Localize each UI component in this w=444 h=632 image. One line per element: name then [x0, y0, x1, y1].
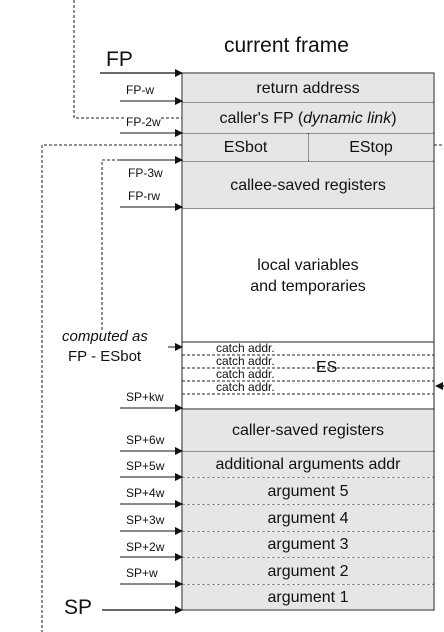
- offset-fp-w: FP-w: [126, 83, 154, 97]
- argument-2-cell: argument 2: [183, 558, 433, 584]
- locals-label-line2: and temporaries: [250, 277, 366, 295]
- callers-fp-label: caller's FP (dynamic link): [219, 109, 397, 127]
- esbot-link-line: [41, 144, 182, 632]
- return-address-cell: return address: [183, 74, 433, 102]
- esbot-cell: ESbot: [183, 134, 308, 161]
- locals-cell: local variables and temporaries: [183, 209, 433, 342]
- offset-sp-5w: SP+5w: [126, 459, 165, 473]
- offset-fp-3w: FP-3w: [128, 166, 163, 180]
- callers-fp-cell: caller's FP (dynamic link): [183, 103, 433, 133]
- fp-label: FP: [106, 48, 133, 71]
- argument-4-cell: argument 4: [183, 505, 433, 531]
- catch-addr-2: catch addr.: [216, 354, 275, 368]
- offset-fp-2w: FP-2w: [126, 115, 161, 129]
- argument-4-label: argument 4: [267, 509, 349, 527]
- callee-saved-cell: callee-saved registers: [183, 162, 433, 208]
- catch-addr-1: catch addr.: [216, 341, 275, 355]
- estop-cell: EStop: [309, 134, 433, 161]
- dynamic-link-label: dynamic link: [303, 109, 392, 127]
- argument-1-label: argument 1: [267, 588, 349, 606]
- return-address-label: return address: [256, 79, 360, 97]
- argument-2-label: argument 2: [267, 562, 349, 580]
- computed-link-line: [101, 159, 120, 330]
- estop-label: EStop: [349, 139, 393, 156]
- argument-5-label: argument 5: [267, 482, 349, 500]
- offset-sp-w: SP+w: [126, 566, 158, 580]
- offset-fp-rw: FP-rw: [128, 189, 160, 203]
- offset-sp-4w: SP+4w: [126, 486, 165, 500]
- argument-3-label: argument 3: [267, 536, 349, 553]
- sp-label: SP: [64, 596, 93, 619]
- frame-title: current frame: [224, 34, 349, 57]
- additional-args-cell: additional arguments addr: [183, 452, 433, 477]
- caller-saved-cell: caller-saved registers: [183, 410, 433, 451]
- catch-addr-4: catch addr.: [216, 380, 275, 394]
- callee-saved-label: callee-saved registers: [230, 176, 386, 194]
- caller-saved-label: caller-saved registers: [231, 422, 385, 439]
- esbot-label: ESbot: [223, 139, 268, 156]
- offset-sp-6w: SP+6w: [126, 433, 165, 447]
- es-label: ES: [316, 359, 338, 376]
- argument-1-cell: argument 1: [183, 585, 433, 609]
- fp-minus-esbot-label: FP - ESbot: [68, 348, 142, 365]
- argument-5-cell: argument 5: [183, 478, 433, 504]
- computed-as-label: computed as: [62, 328, 148, 345]
- offset-sp-kw: SP+kw: [126, 390, 164, 404]
- offset-sp-2w: SP+2w: [126, 540, 165, 554]
- locals-label-line1: local variables: [257, 256, 359, 274]
- offset-sp-3w: SP+3w: [126, 513, 165, 527]
- catch-addr-3: catch addr.: [216, 367, 275, 381]
- argument-3-cell: argument 3: [183, 532, 433, 557]
- additional-args-label: additional arguments addr: [215, 456, 401, 473]
